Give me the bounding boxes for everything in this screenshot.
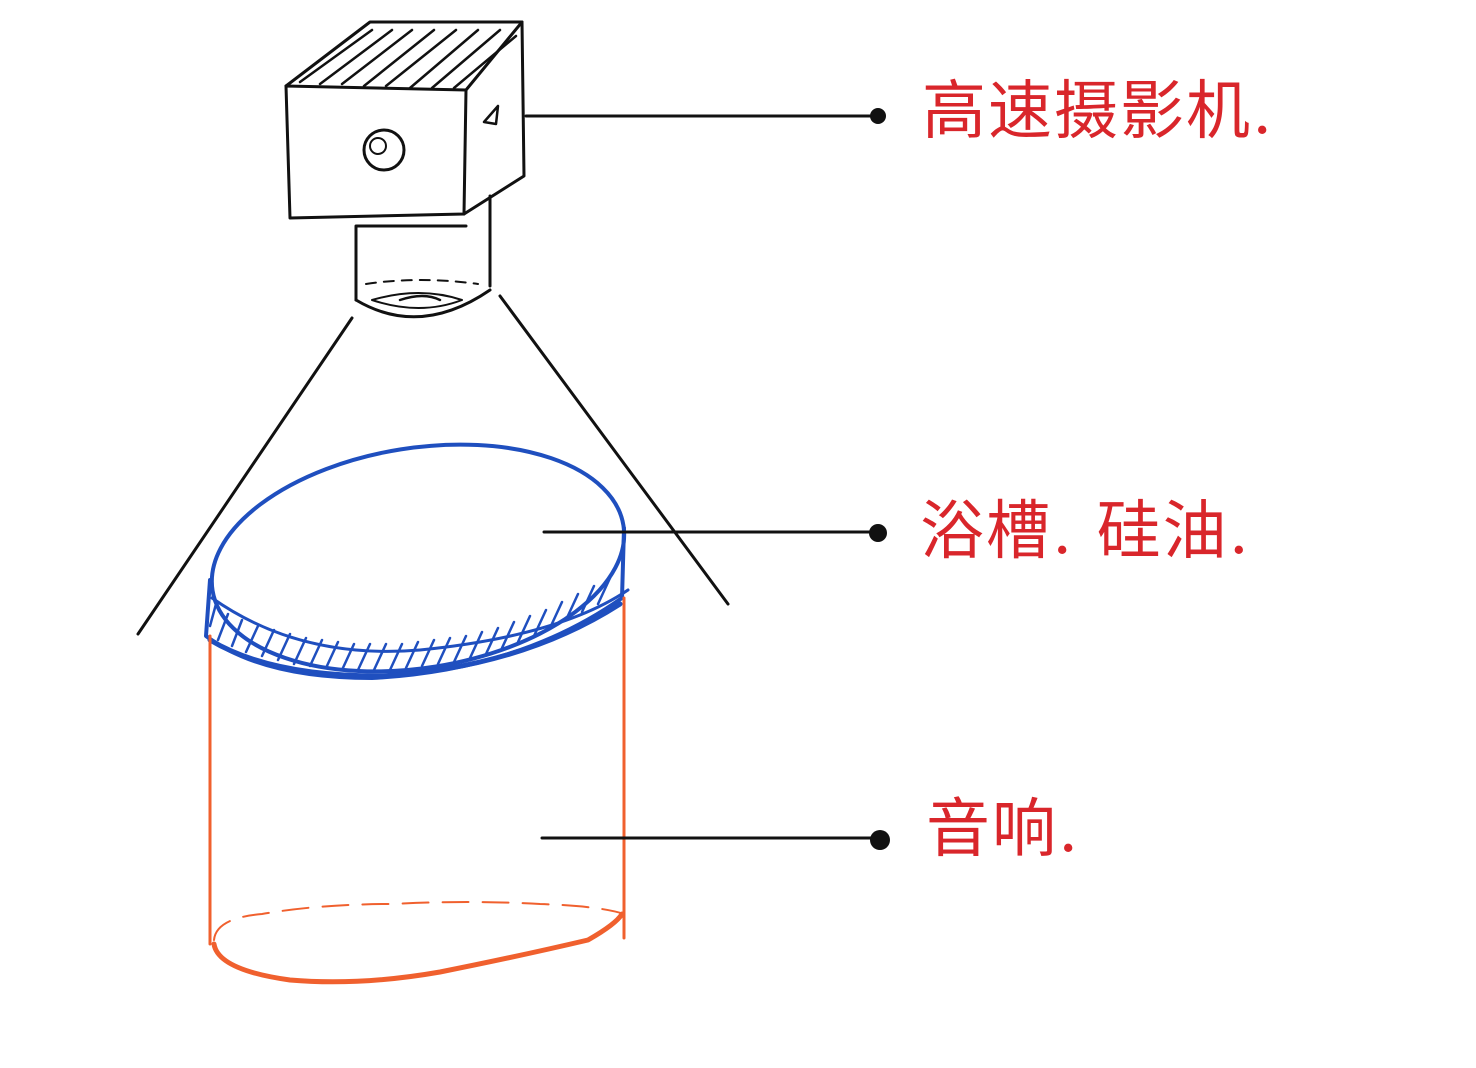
tank-leader-dot — [869, 524, 887, 542]
tank-label: 浴槽. 硅油. — [920, 495, 1252, 569]
speaker — [208, 596, 626, 985]
oil-tank — [204, 442, 630, 680]
camera-label: 高速摄影机. — [922, 75, 1275, 149]
speaker-leader-dot — [870, 830, 890, 850]
camera-leader-dot — [870, 108, 886, 124]
speaker-label: 音响. — [926, 793, 1081, 867]
camera — [136, 20, 880, 636]
